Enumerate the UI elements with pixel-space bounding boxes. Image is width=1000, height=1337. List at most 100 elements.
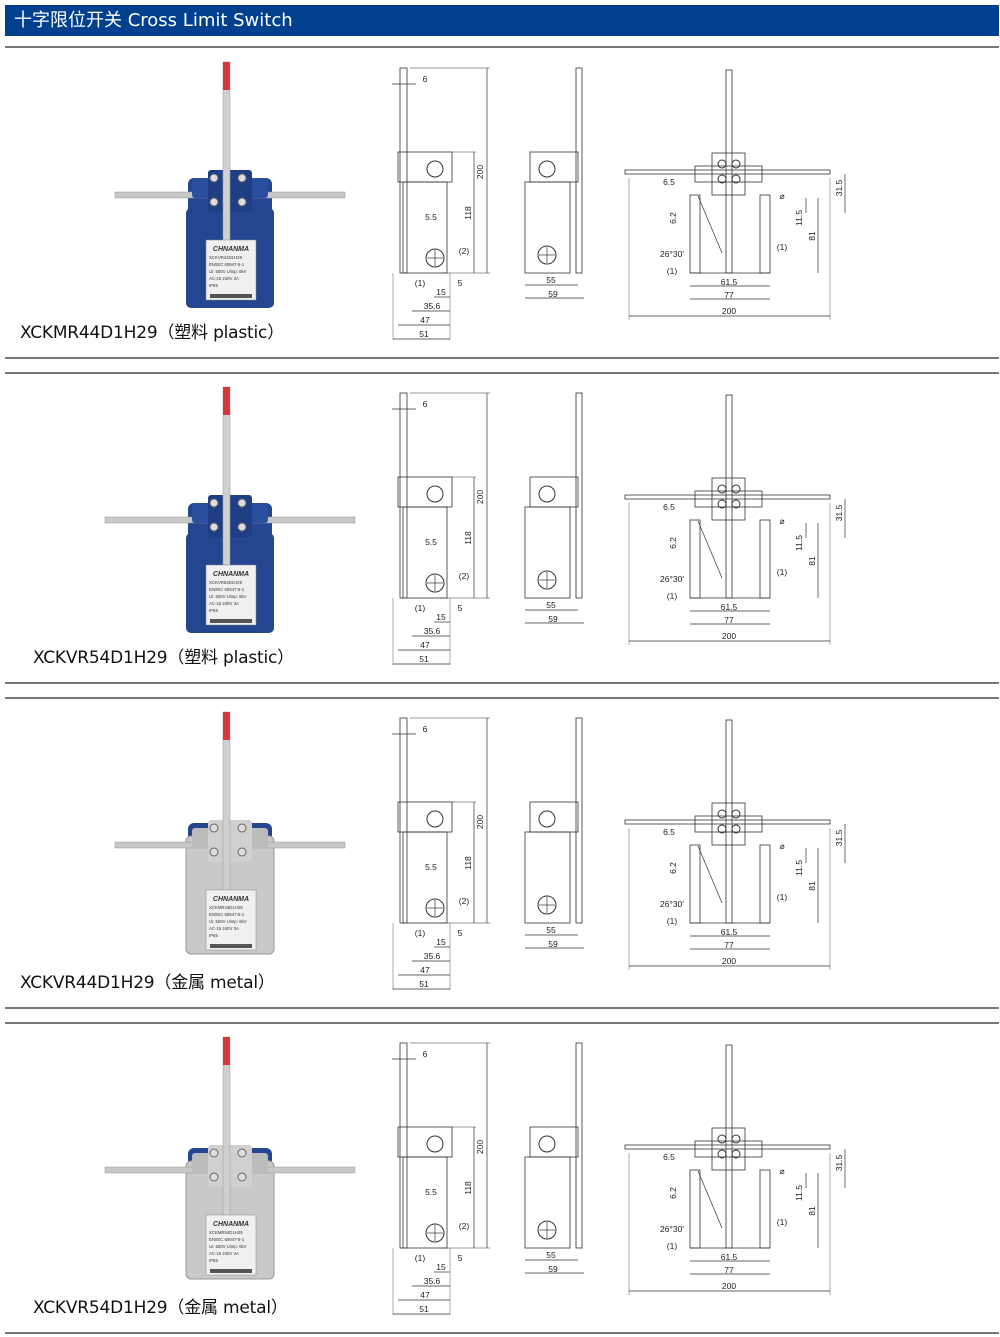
dimension-label: 26°30'	[660, 249, 684, 259]
dimension-label: 6.5	[663, 177, 675, 187]
dimension-label: (1)	[777, 567, 788, 577]
screw-icon	[209, 1148, 219, 1158]
nameplate-text: XCKVR44D1H29	[209, 255, 243, 260]
dimension-label: 200	[475, 490, 485, 504]
dimension-label: 81	[807, 556, 817, 566]
dimension-label: 77	[724, 615, 734, 625]
nameplate-text: EN/IEC 60947-5-1	[209, 262, 245, 267]
dimension-label: 47	[420, 965, 430, 975]
screw-icon	[209, 498, 219, 508]
dimension-label: (1)	[415, 278, 426, 288]
dimension-label: 26°30'	[660, 1224, 684, 1234]
dimension-label: 51	[419, 1304, 429, 1314]
dimension-label: 31.5	[834, 179, 844, 196]
dimension-label: 5.5	[425, 212, 437, 222]
dimension-label: 81	[807, 881, 817, 891]
dimension-label: 6	[423, 1049, 428, 1059]
screw-icon	[237, 522, 247, 532]
divider	[5, 1007, 999, 1009]
product-model-label: XCKVR54D1H29（金属 metal）	[33, 1298, 288, 1318]
dimension-label: 55	[546, 925, 556, 935]
nameplate-text: Ui: 500V Uimp: 6kV	[209, 919, 247, 924]
nameplate-text: IP65	[209, 1258, 218, 1263]
dimension-label: 6.5	[663, 502, 675, 512]
dimension-label: 59	[548, 614, 558, 624]
nameplate	[205, 239, 257, 301]
dimension-label: 61.5	[721, 1252, 738, 1262]
nameplate-text: EN/IEC 60947-5-1	[209, 912, 245, 917]
dimension-label: 47	[420, 315, 430, 325]
dimension-label: 6.2	[668, 537, 678, 549]
dimension-label: 31.5	[834, 829, 844, 846]
dimension-label: 81	[807, 231, 817, 241]
barcode	[210, 294, 252, 298]
nameplate-text: EN/IEC 60947-5-1	[209, 587, 245, 592]
dimension-label: 5.5	[425, 1187, 437, 1197]
nameplate-text: XCKVR54D1H29	[209, 580, 243, 585]
dimension-label: 15	[436, 1262, 446, 1272]
divider	[5, 697, 999, 699]
barcode	[210, 1269, 252, 1273]
dimension-label: (1)	[777, 892, 788, 902]
dimension-label: 5.5	[425, 537, 437, 547]
dimension-label: 200	[722, 956, 736, 966]
screw-icon	[237, 1148, 247, 1158]
dimension-label: 200	[475, 165, 485, 179]
dimension-label: (1)	[667, 1241, 678, 1251]
dimension-label: ⌀	[779, 516, 785, 526]
nameplate-text: IP65	[209, 283, 218, 288]
dimension-label: 81	[807, 1206, 817, 1216]
dimension-label: 200	[722, 631, 736, 641]
dimension-label: (1)	[415, 1253, 426, 1263]
dimension-label: 59	[548, 939, 558, 949]
dimension-label: 55	[546, 275, 556, 285]
dimension-label: 6	[423, 74, 428, 84]
dimension-label: 200	[475, 815, 485, 829]
nameplate-text: IP65	[209, 608, 218, 613]
dimension-label: 15	[436, 612, 446, 622]
dimension-label: 51	[419, 654, 429, 664]
dimension-label: 59	[548, 289, 558, 299]
screw-icon	[209, 1172, 219, 1182]
dimension-label: (1)	[667, 266, 678, 276]
barcode	[210, 944, 252, 948]
dimension-label: (2)	[459, 246, 470, 256]
barcode	[210, 619, 252, 623]
dimension-label: (1)	[667, 916, 678, 926]
dimension-label: 51	[419, 329, 429, 339]
dimension-label: 5	[458, 928, 463, 938]
dimension-label: 6	[423, 724, 428, 734]
dimension-label: (1)	[415, 928, 426, 938]
screw-icon	[209, 522, 219, 532]
dimension-label: 31.5	[834, 504, 844, 521]
dimension-label: 35.6	[424, 626, 441, 636]
dimension-label: 26°30'	[660, 899, 684, 909]
dimension-label: 6.5	[663, 827, 675, 837]
nameplate-text: AC-15 240V 3A	[209, 926, 239, 931]
rod-tip	[223, 62, 230, 90]
dimension-label: 6.2	[668, 1187, 678, 1199]
dimension-label: 6	[423, 399, 428, 409]
nameplate-text: AC-15 240V 3A	[209, 276, 239, 281]
nameplate-text: AC-15 240V 3A	[209, 1251, 239, 1256]
rod-tip	[223, 387, 230, 415]
product-model-label: XCKMR44D1H29（塑料 plastic）	[20, 323, 284, 343]
nameplate-text: XCKMR54D1H29	[209, 1230, 243, 1235]
dimension-label: 35.6	[424, 1276, 441, 1286]
screw-icon	[237, 173, 247, 183]
dimension-label: (2)	[459, 571, 470, 581]
screw-icon	[237, 1172, 247, 1182]
dimension-label: 55	[546, 1250, 556, 1260]
